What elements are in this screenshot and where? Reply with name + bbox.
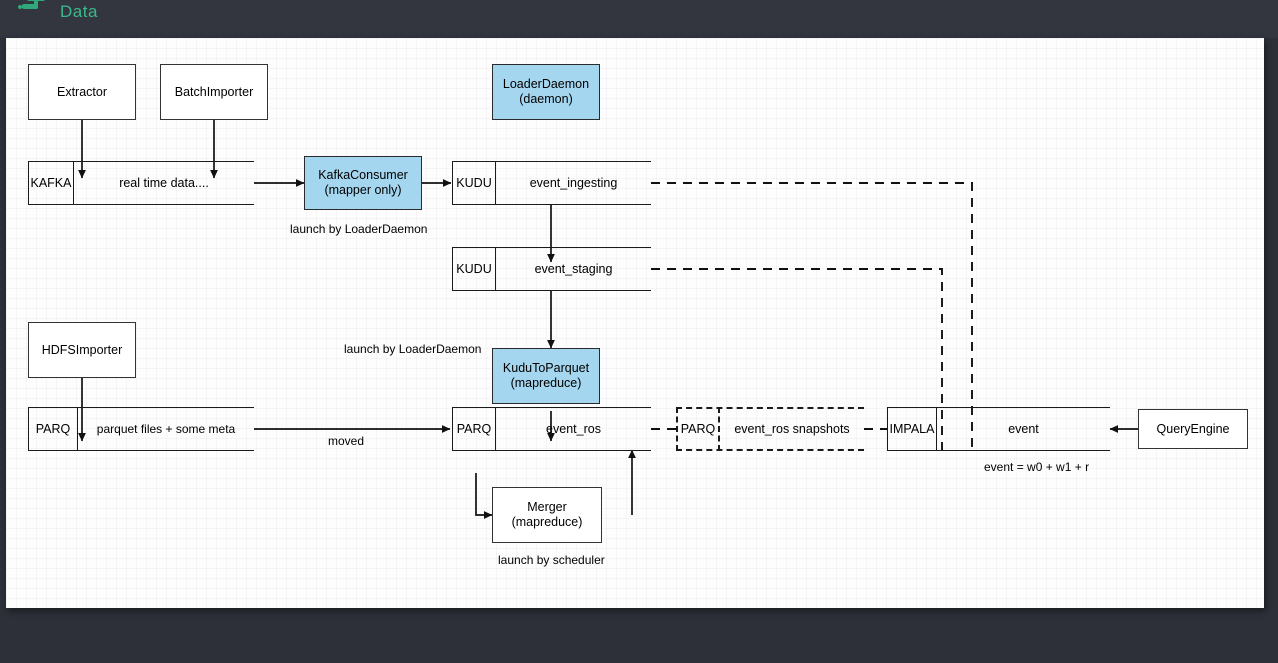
- store-rule-top: [28, 407, 254, 408]
- store-rule-bottom: [887, 450, 1110, 451]
- store-tag: KUDU: [452, 161, 496, 205]
- process-queryengine[interactable]: QueryEngine: [1138, 409, 1248, 449]
- annotation-kafkaconsumer-launch: launch by LoaderDaemon: [290, 222, 428, 236]
- store-rule-top: [676, 407, 864, 409]
- store-name: event_staging: [534, 262, 613, 276]
- store-event-staging[interactable]: KUDU event_staging: [452, 247, 651, 291]
- store-tag: PARQ: [676, 407, 720, 451]
- store-impala-event[interactable]: IMPALA event: [887, 407, 1110, 451]
- logo-text: DataFunTalk Data: [60, 0, 161, 20]
- app-logo[interactable]: DataFunTalk Data: [18, 0, 161, 20]
- store-name: event_ros: [546, 422, 601, 436]
- process-extractor[interactable]: Extractor: [28, 64, 136, 120]
- process-merger[interactable]: Merger (mapreduce): [492, 487, 602, 543]
- annotation-moved: moved: [328, 434, 365, 448]
- store-rule-bottom: [452, 290, 651, 291]
- process-batchimporter[interactable]: BatchImporter: [160, 64, 268, 120]
- annotation-merger-launch: launch by scheduler: [498, 553, 605, 567]
- store-tag: KAFKA: [28, 161, 74, 205]
- store-event-ingesting[interactable]: KUDU event_ingesting: [452, 161, 651, 205]
- store-rule-bottom: [28, 204, 254, 205]
- store-kafka[interactable]: KAFKA real time data....: [28, 161, 254, 205]
- store-rule-bottom: [452, 450, 651, 451]
- store-name: parquet files + some meta: [96, 422, 236, 436]
- canvas-grid: [6, 38, 1264, 608]
- store-name: event: [1008, 422, 1039, 436]
- logo-mark-icon: [18, 0, 52, 20]
- top-bar: DataFunTalk Data: [0, 0, 1278, 38]
- logo-line-2: Data: [60, 2, 98, 21]
- annotation-event-formula: event = w0 + w1 + r: [984, 460, 1090, 474]
- process-hdfsimporter[interactable]: HDFSImporter: [28, 322, 136, 378]
- process-kafkaconsumer[interactable]: KafkaConsumer (mapper only): [304, 156, 422, 210]
- process-kudutoparquet[interactable]: KuduToParquet (mapreduce): [492, 348, 600, 404]
- store-rule-bottom: [28, 450, 254, 451]
- process-loaderdaemon[interactable]: LoaderDaemon (daemon): [492, 64, 600, 120]
- store-rule-top: [452, 161, 651, 162]
- store-event-ros[interactable]: PARQ event_ros: [452, 407, 651, 451]
- store-tag: IMPALA: [887, 407, 937, 451]
- store-rule-top: [452, 407, 651, 408]
- store-tag: PARQ: [28, 407, 78, 451]
- store-rule-top: [28, 161, 254, 162]
- store-rule-top: [452, 247, 651, 248]
- store-parquet-files[interactable]: PARQ parquet files + some meta: [28, 407, 254, 451]
- store-tag: KUDU: [452, 247, 496, 291]
- store-rule-bottom: [676, 449, 864, 451]
- diagram-canvas[interactable]: Extractor BatchImporter LoaderDaemon (da…: [6, 38, 1264, 608]
- store-event-ros-snapshots[interactable]: PARQ event_ros snapshots: [676, 407, 864, 451]
- store-rule-top: [887, 407, 1110, 408]
- logo-line-1: DataFunTalk: [60, 0, 161, 3]
- connector-layer: [78, 120, 1138, 519]
- annotation-kudutoparquet-launch: launch by LoaderDaemon: [344, 342, 482, 356]
- store-rule-bottom: [452, 204, 651, 205]
- store-tag: PARQ: [452, 407, 496, 451]
- store-name: event_ingesting: [529, 176, 618, 190]
- store-name: event_ros snapshots: [734, 422, 850, 436]
- store-name: real time data....: [119, 176, 209, 190]
